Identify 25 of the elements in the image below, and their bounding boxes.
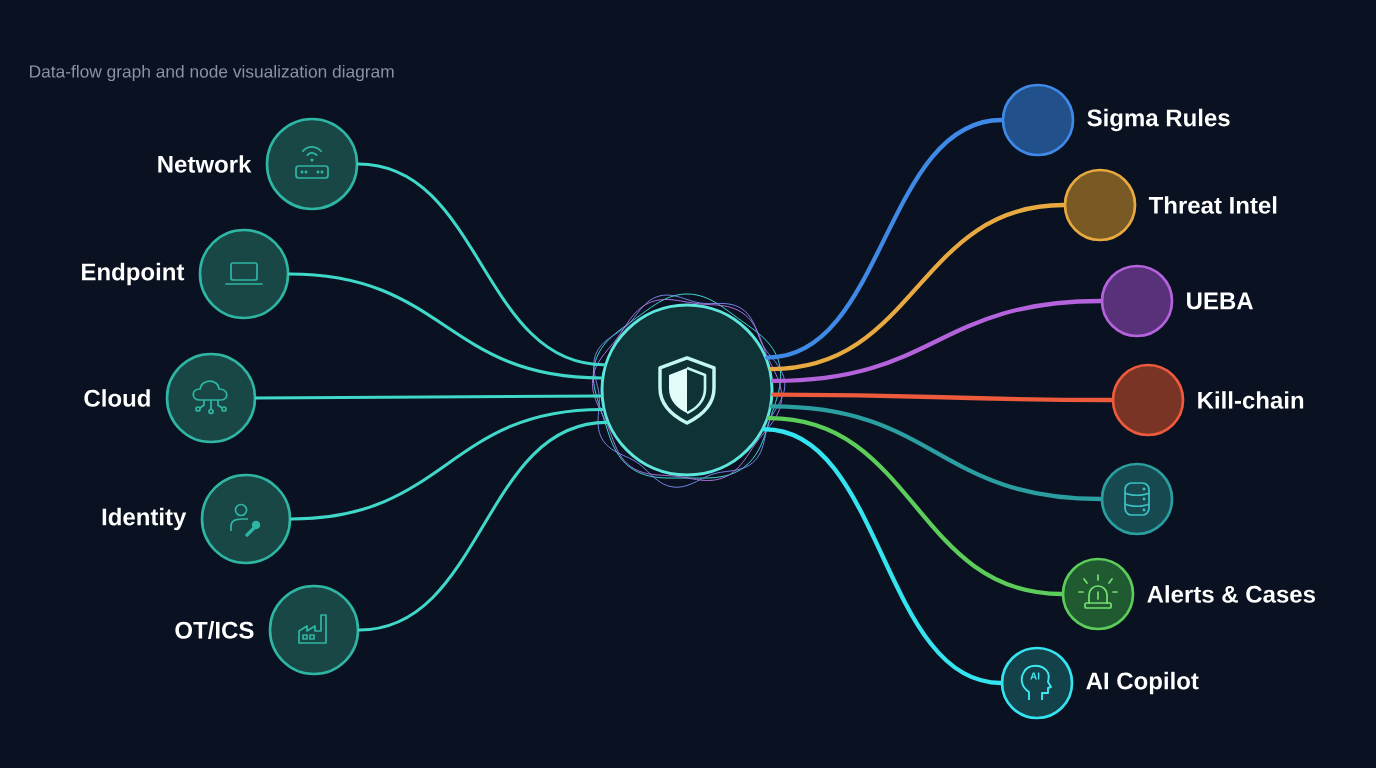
node-label: Kill-chain	[1198, 391, 1304, 409]
connector	[357, 420, 609, 632]
node-label: Identity	[102, 507, 187, 531]
connector	[769, 404, 1103, 502]
connector	[254, 394, 603, 400]
node-label: Network	[158, 155, 252, 173]
connector	[768, 202, 1066, 372]
title-text: Data-flow graph and node visualization diagram	[30, 64, 394, 82]
node-label: UEBA	[1187, 292, 1253, 310]
node-label: Endpoint	[82, 262, 185, 286]
connector	[356, 162, 606, 367]
node-label: Cloud	[84, 389, 150, 407]
connector	[771, 392, 1114, 403]
node-label: Alerts & Cases	[1147, 585, 1315, 603]
connector	[766, 416, 1064, 597]
node-label: AI Copilot	[1086, 671, 1199, 695]
node-label: Sigma Rules	[1087, 108, 1230, 132]
node-label: OT/ICS	[175, 621, 254, 639]
connector	[289, 407, 605, 521]
connector	[770, 298, 1103, 384]
connector	[761, 427, 1003, 686]
icon-text: AI	[1030, 672, 1040, 680]
connector	[765, 117, 1004, 360]
connector	[287, 272, 603, 380]
node-label: Threat Intel	[1148, 196, 1277, 214]
